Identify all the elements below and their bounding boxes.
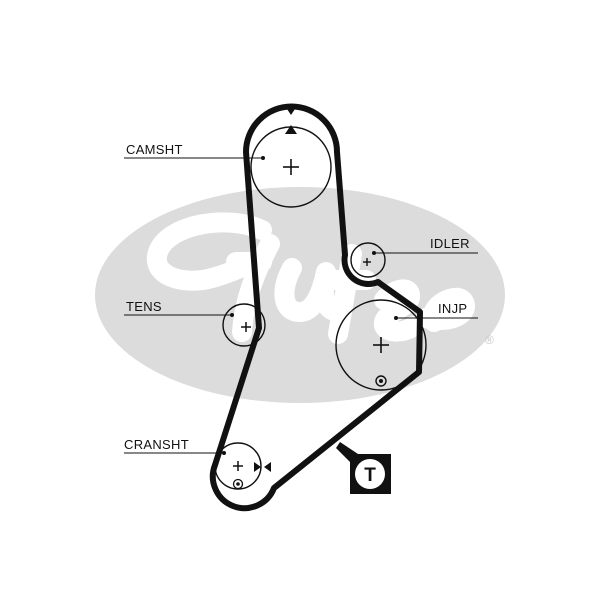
tensioner-label: TENS: [126, 299, 162, 314]
tensioner-badge-icon: T: [336, 442, 391, 494]
registered-mark: ®: [485, 333, 494, 347]
plus-icon: [283, 159, 299, 175]
triangle-marker-icon: [254, 462, 271, 472]
timing-belt: [209, 103, 423, 512]
crankshaft-pulley: [214, 442, 271, 490]
crankshaft-label: CRANSHT: [124, 437, 189, 452]
idler-label: IDLER: [430, 236, 470, 251]
watermark-lettering: [146, 212, 475, 344]
tensioner-badge-letter: T: [364, 465, 376, 486]
plus-icon: [233, 461, 243, 471]
camshaft-label: CAMSHT: [126, 142, 183, 157]
triangle-marker-icon: [285, 106, 297, 134]
plus-icon: [363, 258, 371, 266]
injection-pump-pulley-circle: [335, 299, 427, 391]
watermark-ellipse: [95, 187, 505, 403]
injection-pump-label: INJP: [438, 301, 467, 316]
circled-dot-icon: [375, 375, 387, 387]
idler-pulley-circle: [350, 242, 386, 278]
leader-lines: [124, 157, 478, 454]
circled-dot-icon: [232, 478, 244, 490]
tensioner-badge-circle: [355, 459, 385, 489]
brand-watermark: ®: [95, 187, 505, 403]
injection-pump-pulley: [335, 299, 427, 391]
plus-icon: [241, 322, 251, 332]
plus-icon: [373, 337, 389, 353]
tensioner-pulley-circle: [222, 303, 266, 347]
